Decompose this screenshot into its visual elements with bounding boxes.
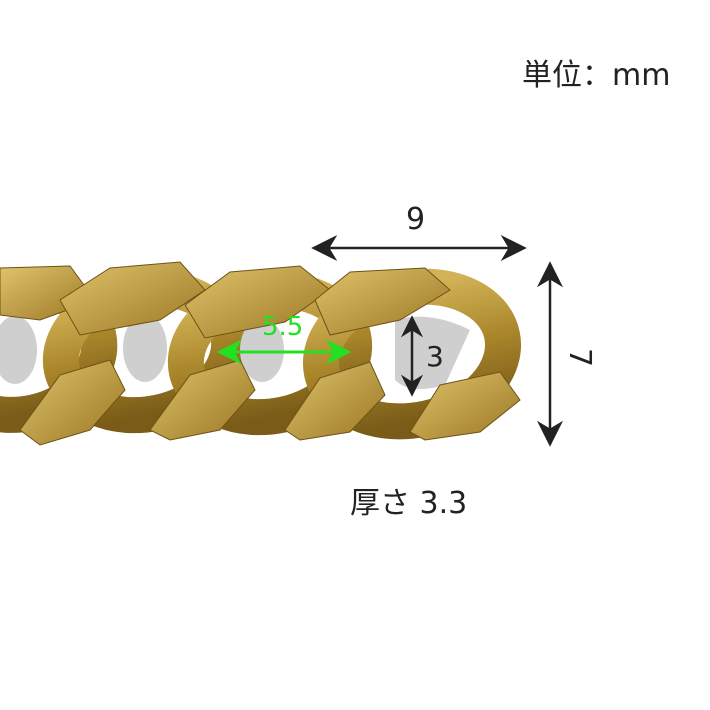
link-width-label: 9: [406, 202, 426, 237]
pitch-label: 5.5: [262, 312, 304, 342]
chain-facets: [0, 261, 521, 446]
link-height-label: 7: [562, 347, 598, 368]
hole-height-label: 3: [426, 340, 444, 373]
dimension-arrows: [311, 234, 564, 447]
thickness-label: 厚さ 3.3: [350, 486, 468, 521]
chain: [0, 261, 522, 446]
pitch-arrow: [216, 339, 352, 365]
unit-label: 単位：mm: [522, 58, 671, 93]
chain-holes: [0, 314, 470, 389]
